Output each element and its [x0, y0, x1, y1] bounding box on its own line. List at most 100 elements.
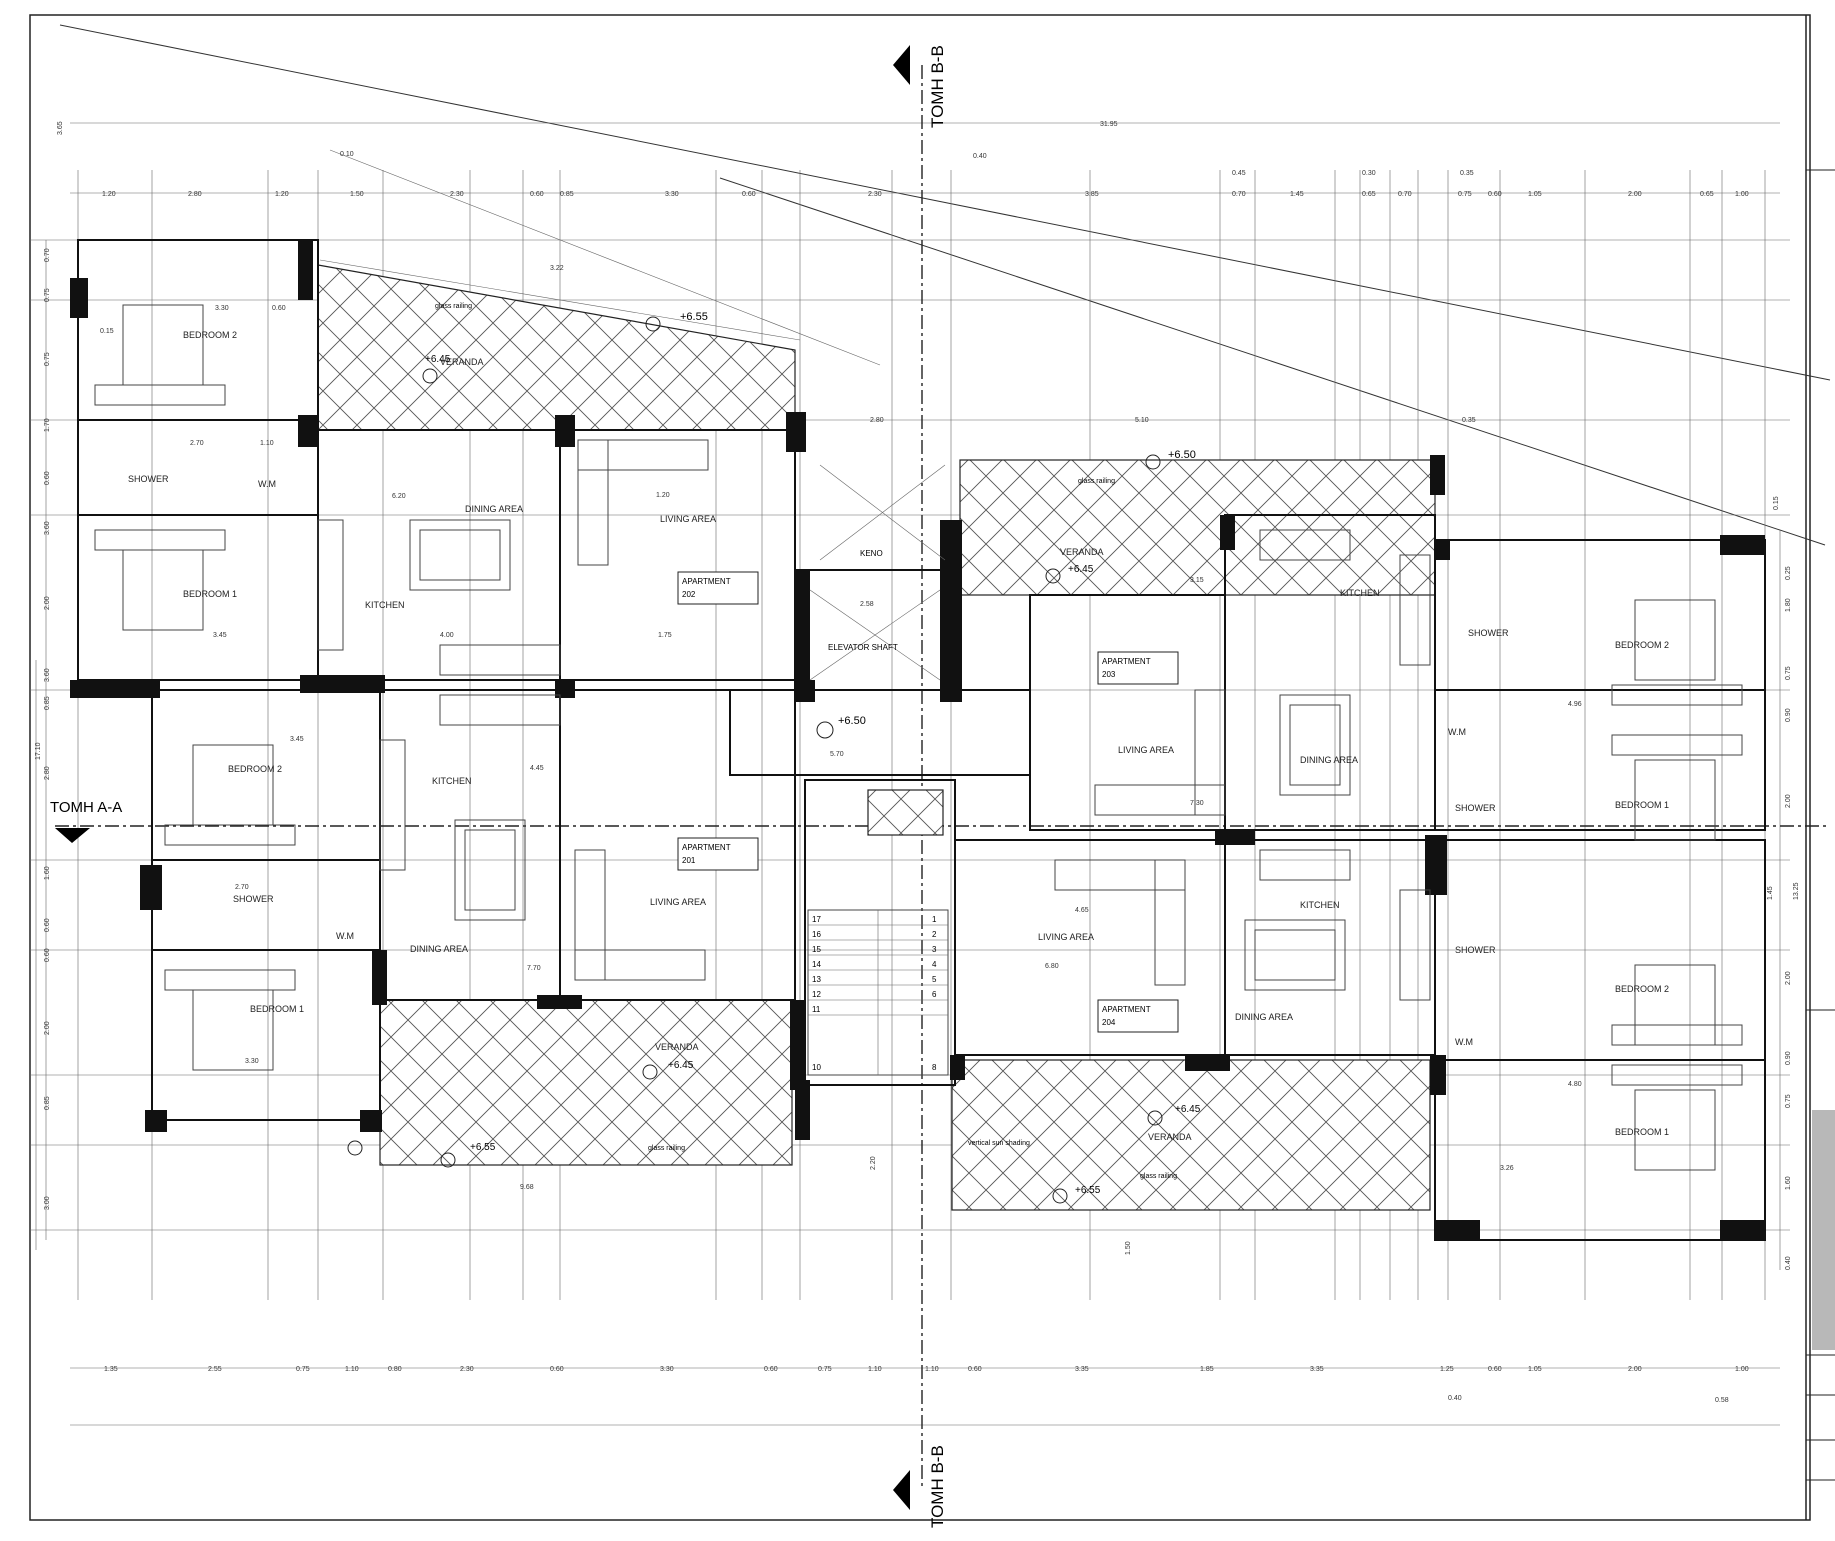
dim-right: 0.75	[1785, 666, 1792, 680]
room-label: SHOWER	[1455, 945, 1496, 955]
dim-inner: 5.10	[1135, 417, 1149, 424]
dim-bottom: 1.00	[1735, 1366, 1749, 1373]
room-label: ELEVATOR SHAFT	[828, 643, 898, 652]
dim-inner: 5.70	[830, 751, 844, 758]
dim-bottom: 0.60	[1488, 1366, 1502, 1373]
dim-bottom: 1.25	[1440, 1366, 1454, 1373]
dim-bottom: 1.10	[345, 1366, 359, 1373]
room-label: DINING AREA	[1300, 755, 1358, 765]
apartment-203-label: APARTMENT 203	[1097, 651, 1179, 685]
apartment-204-label: APARTMENT 204	[1097, 999, 1179, 1033]
dim-top: 0.70	[1232, 191, 1246, 198]
dim-top: 0.60	[742, 191, 756, 198]
room-label: KENO	[860, 549, 883, 558]
stair-number: 12	[812, 990, 821, 999]
dim-bottom: 2.30	[460, 1366, 474, 1373]
apt-label: APARTMENT	[1102, 1005, 1151, 1014]
dim-left: 1.70	[44, 418, 51, 432]
dim-bottom: 1.10	[925, 1366, 939, 1373]
dim-inner: 0.15	[1773, 496, 1780, 510]
dim-inner: 0.40	[973, 153, 987, 160]
dim-inner: 0.10	[340, 151, 354, 158]
apt-number: 201	[682, 856, 696, 865]
room-label: SHOWER	[1455, 803, 1496, 813]
dim-inner: 3.45	[290, 736, 304, 743]
apt-number: 202	[682, 590, 696, 599]
dim-inner: 2.70	[235, 884, 249, 891]
wall-blocks	[70, 240, 1765, 1240]
property-line	[59, 24, 1831, 381]
dim-right: 0.40	[1785, 1256, 1792, 1270]
room-label: SHOWER	[233, 894, 274, 904]
stair-number: 10	[812, 1063, 821, 1072]
stair-number: 1	[932, 915, 937, 924]
room-label: VERANDA	[440, 357, 484, 367]
dim-left: 2.00	[44, 1021, 51, 1035]
dim-bottom: 2.00	[1628, 1366, 1642, 1373]
level-label: +6.45	[425, 354, 451, 365]
level-label: +6.55	[1075, 1185, 1101, 1196]
level-labels: +6.55 +6.45 +6.50 +6.50 +6.45 +6.45 +6.5…	[425, 311, 1201, 1196]
section-label-bb-top: TOMH B-B	[928, 45, 947, 128]
dim-chain-left: 0.70 0.75 0.75 1.70 0.60 3.60 2.00 3.60 …	[44, 248, 51, 1210]
room-labels: BEDROOM 2 SHOWER W.M BEDROOM 1 VERANDA g…	[128, 303, 1669, 1180]
sheet-border	[29, 14, 1811, 1521]
dim-bottom: 1.10	[868, 1366, 882, 1373]
dim-top: 2.30	[868, 191, 882, 198]
apt-number: 203	[1102, 670, 1116, 679]
dim-bottom: 3.30	[660, 1366, 674, 1373]
dim-inner: 7.70	[527, 965, 541, 972]
dim-inner: 3.30	[245, 1058, 259, 1065]
dim-top: 2.30	[450, 191, 464, 198]
stair-number: 17	[812, 915, 821, 924]
dim-left: 0.70	[44, 248, 51, 262]
stair-number: 15	[812, 945, 821, 954]
stair-numbers: 17 16 15 14 13 12 11 10 1 2 3 4 5 6 8	[812, 915, 937, 1072]
dim-left: 3.60	[44, 521, 51, 535]
room-label: SHOWER	[128, 474, 169, 484]
dim-right: 1.60	[1785, 1176, 1792, 1190]
dim-bottom: 3.35	[1075, 1366, 1089, 1373]
dim-top: 0.85	[560, 191, 574, 198]
dim-inner: 2.70	[190, 440, 204, 447]
dim-left: 2.00	[44, 596, 51, 610]
room-label: glass railing	[435, 303, 472, 310]
dim-right: 0.75	[1785, 1094, 1792, 1108]
dim-top: 0.65	[1700, 191, 1714, 198]
room-label: SHOWER	[1468, 628, 1509, 638]
section-label-bb-bottom: TOMH B-B	[928, 1445, 947, 1528]
room-label: W.M	[258, 479, 276, 489]
dim-top: 1.50	[350, 191, 364, 198]
room-label: glass railing	[1078, 478, 1115, 485]
dim-inner: 3.30	[215, 305, 229, 312]
dim-left: 0.60	[44, 471, 51, 485]
section-arrow-bb-top	[893, 45, 910, 85]
stair-number: 8	[932, 1063, 937, 1072]
dim-inner: 1.50	[1125, 1241, 1132, 1255]
level-label: +6.50	[1168, 449, 1196, 461]
dim-bottom: 0.80	[388, 1366, 402, 1373]
section-arrow-aa	[55, 828, 90, 843]
dim-inner: 1.10	[260, 440, 274, 447]
dim-top: 1.20	[102, 191, 116, 198]
level-label: +6.55	[470, 1142, 496, 1153]
dim-top: 3.85	[1085, 191, 1099, 198]
room-label: DINING AREA	[465, 504, 523, 514]
dim-inner: 0.35	[1460, 170, 1474, 177]
stair-number: 2	[932, 930, 937, 939]
dim-top: 0.60	[1488, 191, 1502, 198]
elevator-shaft-cross	[809, 464, 946, 681]
section-arrow-bb-bottom	[893, 1470, 910, 1510]
dim-bottom: 0.60	[764, 1366, 778, 1373]
stair-treads	[808, 910, 948, 1075]
dim-inner: 0.35	[1462, 417, 1476, 424]
room-label: BEDROOM 2	[1615, 984, 1669, 994]
apt-number: 204	[1102, 1018, 1116, 1027]
room-label: glass railing	[648, 1145, 685, 1152]
dim-bottom: 1.85	[1200, 1366, 1214, 1373]
dim-left: 0.60	[44, 918, 51, 932]
room-label: LIVING AREA	[1118, 745, 1174, 755]
title-block-strip	[1812, 1110, 1835, 1350]
